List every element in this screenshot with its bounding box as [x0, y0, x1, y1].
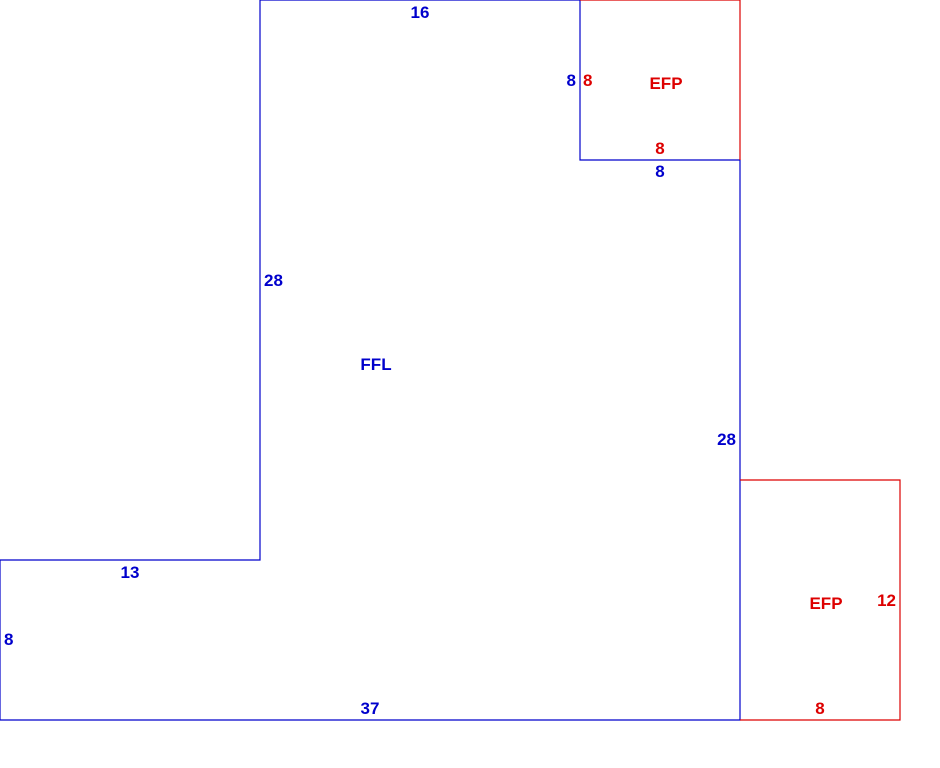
bottom-porch-dim-bottom-label: 8 [815, 699, 824, 718]
top-porch-dim-left-label: 8 [583, 71, 592, 90]
top-porch-outline [580, 0, 741, 160]
bottom-porch-label: EFP [809, 594, 842, 613]
dim-top-label: 16 [411, 3, 430, 22]
main-area-label: FFL [360, 355, 391, 374]
dim-left-upper-label: 28 [264, 271, 283, 290]
dim-far-left-label: 8 [4, 630, 13, 649]
dim-notch-left-label: 8 [567, 71, 576, 90]
dim-right-label: 28 [717, 430, 736, 449]
dim-bottom-label: 37 [361, 699, 380, 718]
bottom-porch-dim-right-label: 12 [877, 591, 896, 610]
top-porch-label: EFP [649, 74, 682, 93]
bottom-porch-outline [740, 479, 901, 721]
top-porch-dim-bottom-label: 8 [655, 139, 664, 158]
dim-step-top-label: 13 [121, 563, 140, 582]
dim-notch-bottom-label: 8 [655, 162, 664, 181]
